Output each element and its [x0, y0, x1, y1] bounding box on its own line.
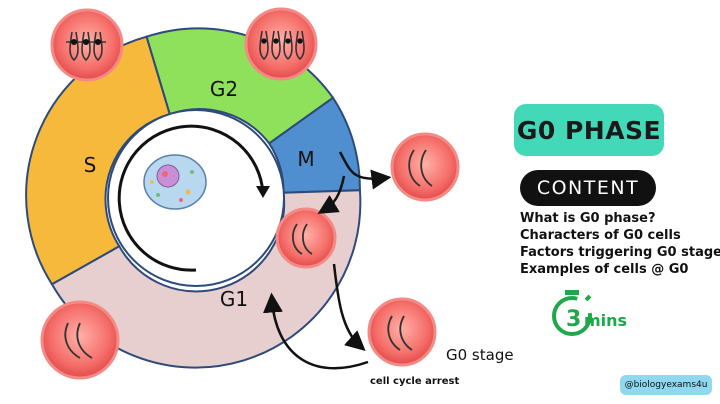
inner-arrow-head [256, 186, 270, 198]
inner-cycle-arrow [117, 124, 265, 272]
cell-icon-inner [275, 207, 337, 269]
list-item: Factors triggering G0 stage [520, 245, 720, 260]
m-phase-label: M [297, 147, 314, 171]
arrow-m-to-right-cell [338, 151, 392, 190]
g1-phase-label: G1 [220, 287, 248, 311]
arrow-m-to-g1-cell [317, 175, 346, 214]
content-list: What is G0 phase? Characters of G0 cells… [520, 210, 720, 278]
arrest-label: cell cycle arrest [370, 376, 459, 387]
nucleus-icon [143, 154, 207, 210]
list-item: What is G0 phase? [520, 211, 656, 226]
s-phase-segment [25, 35, 172, 286]
g0-stage-label: G0 stage [446, 346, 514, 364]
cell-icon-top-left [50, 8, 124, 82]
cell-icon-top-center [244, 7, 318, 81]
title-box: G0 PHASE [514, 104, 664, 156]
cell-icon-bottom-left [40, 300, 120, 380]
handle-text: @biologyexams4u [624, 380, 708, 390]
s-phase-label: S [84, 153, 97, 177]
list-item: Examples of cells @ G0 [520, 262, 689, 277]
page-title: G0 PHASE [516, 115, 662, 145]
g2-phase-label: G2 [210, 77, 238, 101]
arrow-g0-return [262, 292, 369, 370]
cell-icon-g0 [367, 297, 437, 367]
timer-unit: mins [584, 311, 627, 330]
cell-icon-right [390, 132, 460, 202]
arrow-to-g0 [332, 263, 366, 351]
list-item: Characters of G0 cells [520, 228, 681, 243]
handle-badge: @biologyexams4u [620, 375, 712, 395]
timer-value: 3 [566, 307, 581, 332]
content-heading: CONTENT [536, 177, 640, 199]
stopwatch-icon: 3 mins [552, 290, 627, 336]
content-pill: CONTENT [520, 170, 656, 206]
